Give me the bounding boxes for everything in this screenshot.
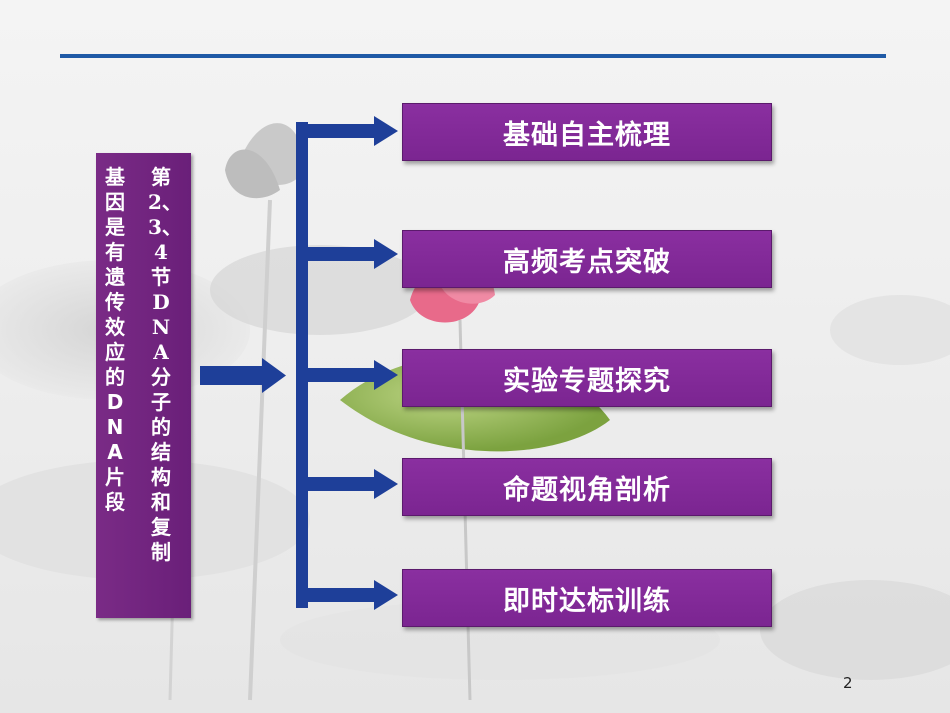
menu-button-practice[interactable]: 即时达标训练 (402, 569, 772, 627)
connector-arrow-main (200, 358, 286, 393)
menu-button-basic-review[interactable]: 基础自主梳理 (402, 103, 772, 161)
menu-button-experiment[interactable]: 实验专题探究 (402, 349, 772, 407)
menu-button-question-analysis[interactable]: 命题视角剖析 (402, 458, 772, 516)
branch-arrow-5 (306, 580, 398, 610)
page-number: 2 (843, 674, 853, 692)
section-title: 第2、3、4节 DNA分子的结构和复制 (148, 165, 182, 564)
branch-arrow-4 (306, 469, 398, 499)
chapter-title: 基因是有遗传效应的DNA片段 (105, 165, 125, 514)
branch-arrow-2 (306, 239, 398, 269)
header-accent-line (60, 54, 886, 58)
section-title-box: 基因是有遗传效应的DNA片段 第2、3、4节 DNA分子的结构和复制 (96, 153, 191, 618)
menu-button-key-points[interactable]: 高频考点突破 (402, 230, 772, 288)
branch-arrow-3 (306, 360, 398, 390)
branch-arrow-1 (306, 116, 398, 146)
bracket-bar (296, 122, 308, 608)
